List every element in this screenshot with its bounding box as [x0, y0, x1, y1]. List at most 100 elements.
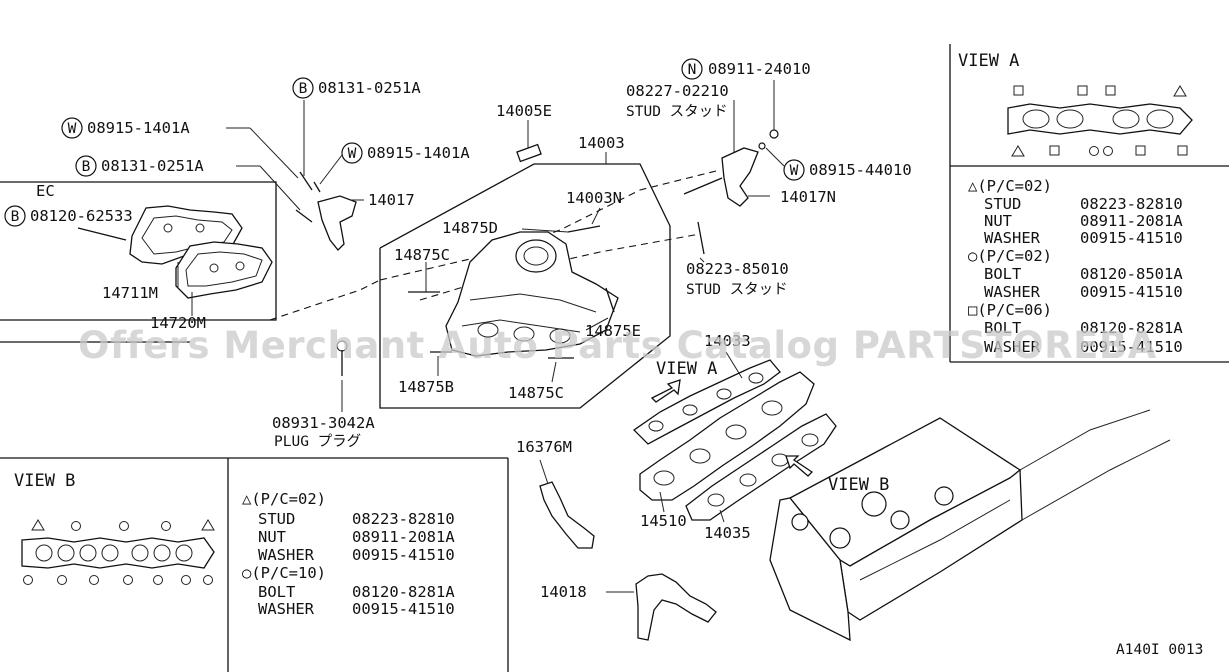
view-a-row-4-head: ○(P/C=02) [968, 247, 1052, 265]
gasket-14035 [685, 413, 837, 521]
label-14875b: 14875B [398, 378, 454, 396]
circle-letter-n1: N [688, 62, 697, 78]
label-14017n: 14017N [780, 188, 836, 206]
view-a-row-5-name: BOLT [984, 265, 1021, 283]
label-08227: 08227-02210 [626, 82, 729, 100]
label-08120: 08120-62533 [30, 207, 133, 225]
label-14003: 14003 [578, 134, 625, 152]
label-14875c-bot: 14875C [508, 384, 564, 402]
label-stud-1: STUD スタッド [626, 103, 728, 120]
view-b-row-6-part: 00915-41510 [352, 600, 455, 618]
label-14033: 14033 [704, 332, 751, 350]
stud-08227 [683, 177, 723, 195]
label-08223: 08223-85010 [686, 260, 789, 278]
intake-manifold-group [269, 143, 721, 409]
view-b-row-0-head: △(P/C=02) [242, 490, 326, 508]
leader-lines [177, 80, 785, 593]
view-a-row-6-name: WASHER [984, 283, 1041, 301]
view-b-row-2-name: NUT [258, 528, 286, 546]
circle-letter-b1: B [299, 81, 308, 97]
view-a-row-8-name: BOLT [984, 319, 1021, 337]
exhaust-manifold-14510 [639, 371, 815, 501]
view-a-title: VIEW A [958, 51, 1019, 71]
view-b-row-1-part: 08223-82810 [352, 510, 455, 528]
engine-block [769, 409, 1171, 642]
label-14018: 14018 [540, 583, 587, 601]
bracket-small-group [539, 481, 717, 641]
view-b-row-5-name: BOLT [258, 583, 295, 601]
gasket-14005e [516, 143, 542, 163]
gasket-14033 [632, 359, 781, 445]
panel-borders [0, 44, 1229, 672]
view-a-gasket-drawing [1007, 85, 1193, 157]
view-a-arrow-icon [650, 379, 681, 403]
exhaust-group [632, 359, 837, 521]
bracket-14017-group [295, 171, 357, 376]
circle-letter-b3: B [11, 209, 20, 225]
view-a-row-0-head: △(P/C=02) [968, 177, 1052, 195]
circle-letter-b2: B [82, 159, 91, 175]
view-b-row-2-part: 08911-2081A [352, 528, 455, 546]
bracket-14018 [635, 573, 717, 641]
label-16376m: 16376M [516, 438, 572, 456]
heat-shield-group [77, 205, 273, 299]
view-b-title: VIEW B [14, 471, 75, 491]
label-08131-left: 08131-0251A [101, 157, 204, 175]
bracket-14017n [721, 147, 759, 207]
label-08915-left: 08915-1401A [87, 119, 190, 137]
figure-code: A140I 0013 [1116, 642, 1203, 658]
view-a-row-3-name: WASHER [984, 229, 1041, 247]
view-a-legend: VIEW A △(P/C=02) STUD 08223-82810 NUT 08… [958, 51, 1183, 356]
view-b-arrow-icon [785, 455, 814, 477]
label-08931: 08931-3042A [272, 414, 375, 432]
view-b-row-3-part: 00915-41510 [352, 546, 455, 564]
view-a-row-2-part: 08911-2081A [1080, 212, 1183, 230]
label-view-b-arrow: VIEW B [828, 475, 889, 495]
watermark: Offers Merchant Auto Parts Catalog PARTS… [78, 324, 1157, 367]
label-ec: EC [36, 182, 55, 200]
circle-letter-w2: W [348, 146, 357, 162]
label-plug: PLUG プラグ [274, 433, 361, 450]
callout-labels: 08131-0251A 08915-1401A 08131-0251A EC 0… [30, 60, 1203, 658]
label-view-a-arrow: VIEW A [656, 359, 717, 379]
label-14005e: 14005E [496, 102, 552, 120]
label-08915-right: 08915-44010 [809, 161, 912, 179]
label-14875d: 14875D [442, 219, 498, 237]
label-14035: 14035 [704, 524, 751, 542]
view-b-row-5-part: 08120-8281A [352, 583, 455, 601]
view-a-row-9-name: WASHER [984, 338, 1041, 356]
view-a-row-1-part: 08223-82810 [1080, 195, 1183, 213]
heat-shield-14720m [175, 241, 273, 299]
view-b-row-1-name: STUD [258, 510, 295, 528]
dash-leader-1 [269, 279, 381, 321]
manifold-frame-outline [379, 163, 671, 409]
label-14720m: 14720M [150, 314, 206, 332]
label-14711m: 14711M [102, 284, 158, 302]
dash-leader-2 [379, 169, 721, 281]
label-14017: 14017 [368, 191, 415, 209]
label-14875c-top: 14875C [394, 246, 450, 264]
view-a-row-5-part: 08120-8501A [1080, 265, 1183, 283]
label-14003n: 14003N [566, 189, 622, 207]
view-a-row-8-part: 08120-8281A [1080, 319, 1183, 337]
label-14875e: 14875E [585, 322, 641, 340]
ec-frame [0, 181, 277, 321]
view-a-row-1-name: STUD [984, 195, 1021, 213]
circle-letter-group: B W B B W N W [4, 58, 805, 227]
view-a-row-2-name: NUT [984, 212, 1012, 230]
label-08915-mid: 08915-1401A [367, 144, 470, 162]
view-b-gasket-drawing [21, 519, 215, 585]
label-08131-top: 08131-0251A [318, 79, 421, 97]
stud-08223 [697, 221, 705, 255]
circle-letter-w3: W [790, 163, 799, 179]
view-b-row-3-name: WASHER [258, 546, 315, 564]
view-a-row-3-part: 00915-41510 [1080, 229, 1183, 247]
bolt-08120 [77, 227, 127, 241]
view-b-row-6-name: WASHER [258, 600, 315, 618]
view-a-row-6-part: 00915-41510 [1080, 283, 1183, 301]
label-14510: 14510 [640, 512, 687, 530]
label-stud-2: STUD スタッド [686, 281, 788, 298]
view-b-row-4-head: ○(P/C=10) [242, 564, 326, 582]
bracket-16376m [539, 481, 595, 549]
